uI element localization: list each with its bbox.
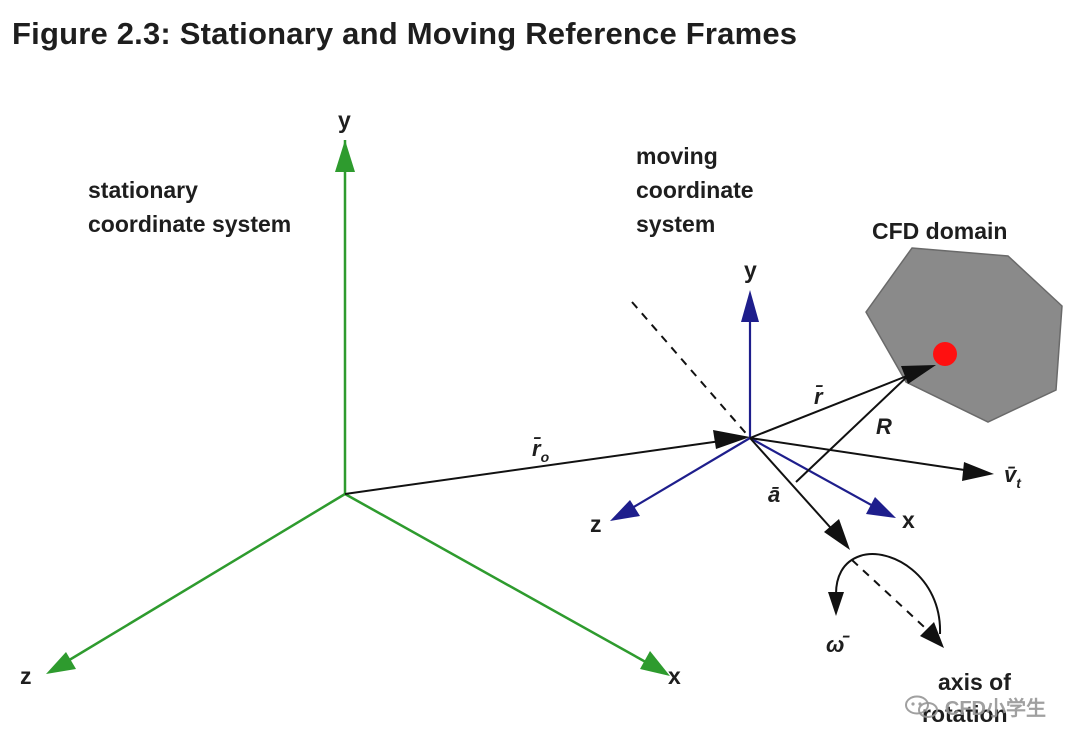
- moving-z-arrowhead: [610, 500, 640, 521]
- stationary-x-arrowhead: [640, 651, 670, 676]
- watermark-text: CFD小学生: [944, 698, 1046, 720]
- moving-label-line2: coordinate: [636, 177, 754, 203]
- moving-label-line3: system: [636, 211, 715, 237]
- vector-vt-arrowhead: [962, 462, 994, 481]
- stationary-coordinate-system: y z x: [20, 107, 681, 689]
- stationary-x-axis: [344, 492, 661, 672]
- wechat-icon: [904, 695, 938, 718]
- vector-r-arrowhead: [901, 365, 936, 384]
- rotation-axis-upper: [631, 301, 751, 439]
- moving-y-arrowhead: [741, 290, 759, 322]
- stationary-z-label: z: [20, 663, 32, 689]
- cfd-point: [933, 342, 957, 366]
- figure-title: Figure 2.3: Stationary and Moving Refere…: [12, 16, 798, 51]
- moving-x-arrowhead: [866, 497, 896, 518]
- stationary-z-axis: [55, 492, 346, 670]
- vector-vt-label: v̄t: [1004, 462, 1022, 491]
- vector-R-label: R: [876, 414, 892, 439]
- moving-coordinate-system: y z x: [590, 257, 915, 537]
- stationary-y-arrowhead: [335, 140, 355, 172]
- stationary-y-label: y: [338, 107, 351, 133]
- stationary-z-arrowhead: [46, 652, 76, 674]
- vector-r0: [344, 438, 736, 495]
- rotation-indicator: ω̄: [826, 553, 942, 657]
- stationary-x-label: x: [668, 663, 681, 689]
- vector-vt: [749, 437, 979, 473]
- moving-label-line1: moving: [636, 143, 718, 169]
- vector-r: [749, 369, 923, 439]
- moving-x-axis: [749, 437, 885, 513]
- watermark: CFD小学生: [904, 692, 1046, 721]
- vector-a-arrowhead: [824, 519, 850, 550]
- stationary-label-line1: stationary: [88, 177, 198, 203]
- vectors: r̄o r̄ R v̄t ā: [344, 365, 1022, 550]
- vector-r0-arrowhead: [713, 430, 750, 449]
- moving-z-label: z: [590, 511, 602, 537]
- rotation-axis-lower: [851, 559, 937, 639]
- axis-of-rotation-line1: axis of: [938, 669, 1011, 695]
- cfd-domain: CFD domain: [865, 218, 1063, 423]
- vector-a-label: ā: [768, 482, 780, 507]
- stationary-label-line2: coordinate system: [88, 211, 291, 237]
- moving-x-label: x: [902, 507, 915, 533]
- moving-z-axis: [621, 437, 751, 515]
- vector-r-label: r̄: [814, 384, 824, 409]
- vector-R: [795, 371, 913, 483]
- rotation-axis-arrowhead: [920, 622, 944, 648]
- rotation-arc: [835, 553, 942, 635]
- vector-r0-label: r̄o: [532, 436, 550, 465]
- omega-label: ω̄: [826, 632, 850, 657]
- vector-a: [749, 437, 839, 537]
- rotation-arc-arrowhead: [828, 592, 844, 616]
- cfd-domain-polygon: [865, 247, 1063, 423]
- cfd-domain-label: CFD domain: [872, 218, 1007, 244]
- moving-y-label: y: [744, 257, 757, 283]
